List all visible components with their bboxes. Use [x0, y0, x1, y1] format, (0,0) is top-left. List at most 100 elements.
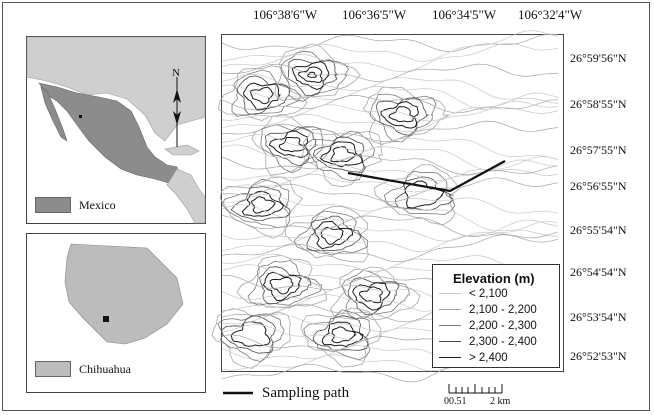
latitude-label: 26°52'53"N [570, 349, 627, 363]
baja-shape [40, 86, 68, 142]
contour-line [221, 92, 559, 122]
contour-line [230, 186, 291, 222]
latitude-label: 26°53'54"N [570, 310, 627, 324]
contour-line [320, 226, 344, 245]
main-contour-map: Elevation (m) < 2,100 2,100 - 2,200 2,20… [211, 30, 564, 383]
legend-row: 2,100 - 2,200 [439, 304, 537, 316]
latitude-label: 26°55'54"N [570, 223, 627, 237]
contour-line [221, 100, 559, 133]
contour-line [217, 65, 308, 122]
legend-class-label: 2,200 - 2,300 [469, 320, 537, 332]
contour-line [221, 63, 559, 82]
contour-line [231, 69, 302, 117]
contour-line [330, 146, 357, 163]
contour-line [219, 176, 304, 239]
legend-line-3 [439, 325, 461, 327]
contour-line [330, 266, 421, 320]
contour-line [264, 126, 318, 167]
contour-line [380, 101, 420, 129]
contour-line [221, 33, 559, 52]
contour-line [236, 254, 327, 309]
contour-line [395, 176, 454, 211]
contour-line [312, 315, 369, 351]
contour-line [221, 95, 559, 114]
contour-line [388, 106, 414, 123]
legend-line-2 [439, 309, 461, 311]
contour-line [302, 128, 383, 188]
contour-line [362, 86, 450, 145]
cuba-shape [164, 144, 200, 156]
legend-line-5 [439, 357, 461, 359]
contour-line [300, 307, 382, 368]
contour-line [221, 215, 559, 239]
contour-line [291, 61, 331, 91]
contour-line [221, 155, 559, 175]
contour-line [249, 86, 274, 105]
contour-line [250, 196, 276, 214]
contour-line [221, 144, 559, 176]
contour-line [217, 313, 285, 362]
mexico-map [26, 36, 206, 224]
chihuahua-inset: Chihuahua [26, 233, 206, 393]
scale-bar-end-label: 2 km [490, 396, 511, 407]
mexico-legend-swatch [35, 197, 71, 213]
figure-frame [2, 2, 650, 411]
latitude-label: 26°59'56"N [570, 51, 627, 65]
contour-line [331, 326, 357, 344]
contour-line [284, 205, 369, 263]
contour-line [243, 82, 281, 111]
legend-row: > 2,400 [439, 352, 508, 364]
contour-line [221, 74, 559, 104]
legend-class-label: 2,100 - 2,200 [469, 304, 537, 316]
legend-title: Elevation (m) [453, 271, 535, 286]
contour-line [221, 219, 559, 253]
legend-class-label: > 2,400 [469, 352, 508, 364]
mexico-inset: N Mexico [26, 36, 206, 224]
contour-line [241, 190, 285, 217]
legend-line-1 [439, 293, 461, 295]
contour-line [262, 271, 302, 302]
contour-line [221, 42, 559, 73]
contour-line [319, 141, 364, 168]
contour-line [293, 210, 369, 256]
sampling-path-line [347, 160, 506, 193]
contour-lines [211, 30, 559, 383]
longitude-label: 106°34'5"W [432, 7, 497, 22]
latitude-label: 26°57'55"N [570, 143, 627, 157]
legend-row: < 2,100 [439, 288, 508, 300]
longitude-label: 106°36'5"W [342, 7, 407, 22]
study-area-marker-chihuahua [103, 316, 109, 322]
legend-class-label: < 2,100 [469, 288, 508, 300]
contour-line [306, 71, 318, 79]
contour-line [268, 130, 309, 159]
chihuahua-legend-label: Chihuahua [79, 362, 131, 376]
chihuahua-shape [64, 243, 184, 345]
legend-line-4 [439, 341, 461, 343]
contour-line [384, 170, 456, 215]
usa-shape [26, 36, 206, 142]
contour-line [221, 177, 559, 203]
contour-line [221, 133, 559, 160]
contour-line [247, 260, 323, 306]
contour-line [298, 66, 323, 84]
sampling-path-legend-line [223, 391, 253, 395]
study-area-marker [79, 115, 82, 118]
contour-line [321, 321, 364, 348]
contour-line [341, 269, 410, 320]
longitude-label: 106°38'6"W [253, 7, 318, 22]
legend-row: 2,200 - 2,300 [439, 320, 537, 332]
contour-line [221, 120, 559, 142]
scale-bar [448, 384, 503, 394]
latitude-label: 26°54'54"N [570, 265, 627, 279]
chihuahua-legend-swatch [35, 361, 71, 377]
longitude-label: 106°32'4"W [518, 7, 583, 22]
contour-line [269, 276, 294, 295]
north-arrow-icon [173, 77, 181, 147]
legend-row: 2,300 - 2,400 [439, 336, 537, 348]
contour-line [260, 124, 325, 174]
latitude-label: 26°56'55"N [570, 179, 627, 193]
contour-line [221, 159, 559, 193]
mexico-legend-label: Mexico [79, 198, 116, 212]
elevation-legend: Elevation (m) < 2,100 2,100 - 2,200 2,20… [432, 264, 560, 368]
contour-line [221, 220, 559, 242]
